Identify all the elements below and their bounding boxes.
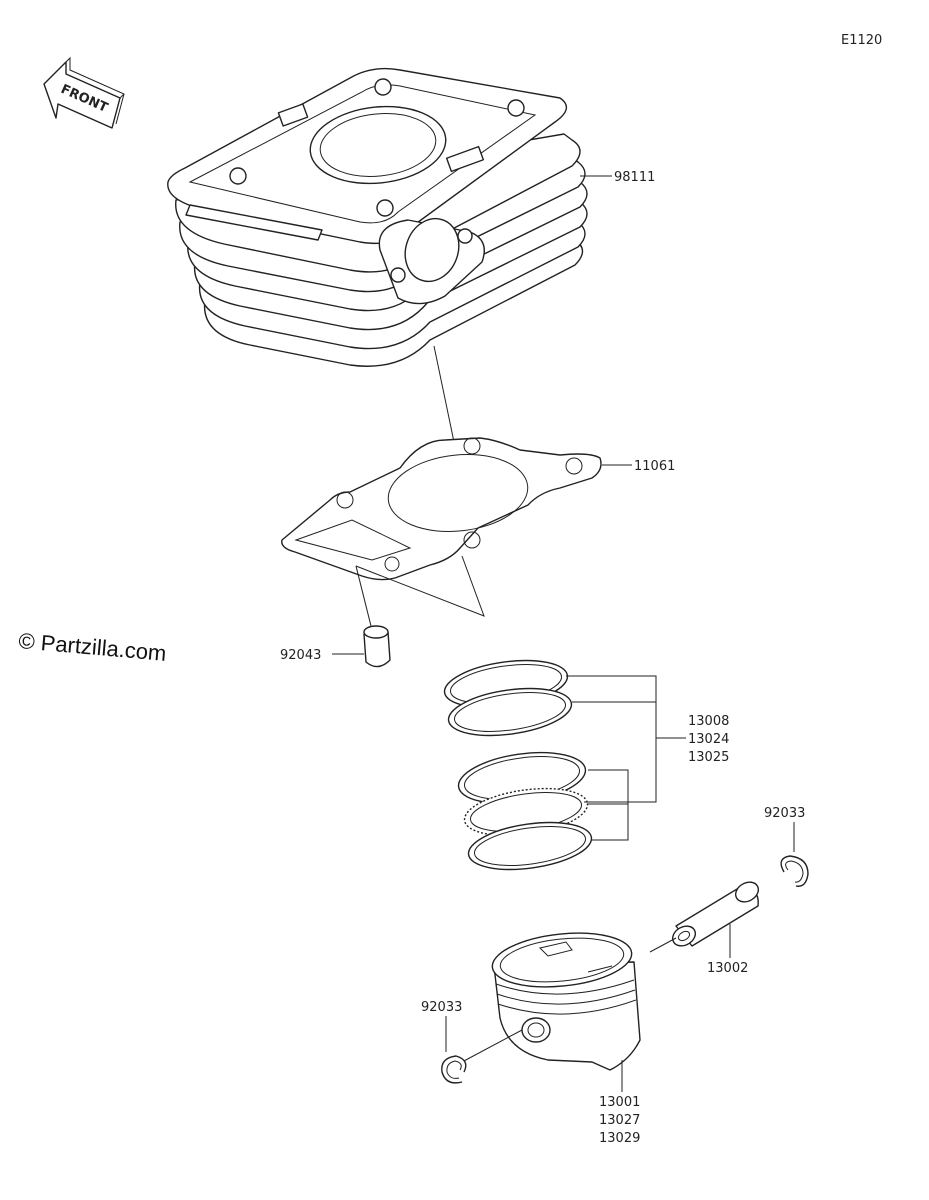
piston xyxy=(491,932,641,1071)
callout-11061: 11061 xyxy=(634,459,675,474)
piston-pin xyxy=(671,881,760,947)
callout-92043: 92043 xyxy=(280,648,321,663)
callout-13024: 13024 xyxy=(688,732,729,747)
callout-13025: 13025 xyxy=(688,750,729,765)
front-arrow-icon: FRONT xyxy=(43,56,125,129)
circlip-right xyxy=(780,855,809,887)
callout-13001: 13001 xyxy=(599,1095,640,1110)
callout-13002: 13002 xyxy=(707,961,748,976)
callout-92033-left: 92033 xyxy=(421,1000,462,1015)
watermark: © Partzilla.com xyxy=(18,628,168,666)
diagram-id: E1120 xyxy=(841,33,882,48)
callout-98111: 98111 xyxy=(614,170,655,185)
callout-92033-right: 92033 xyxy=(764,806,805,821)
cylinder-block xyxy=(167,67,588,367)
callout-13008: 13008 xyxy=(688,714,729,729)
dowel-pin xyxy=(363,625,391,668)
callout-13029: 13029 xyxy=(599,1131,640,1146)
circlip-left xyxy=(441,1055,467,1084)
callout-13027: 13027 xyxy=(599,1113,640,1128)
piston-ring-set xyxy=(443,659,593,871)
base-gasket xyxy=(281,437,602,581)
